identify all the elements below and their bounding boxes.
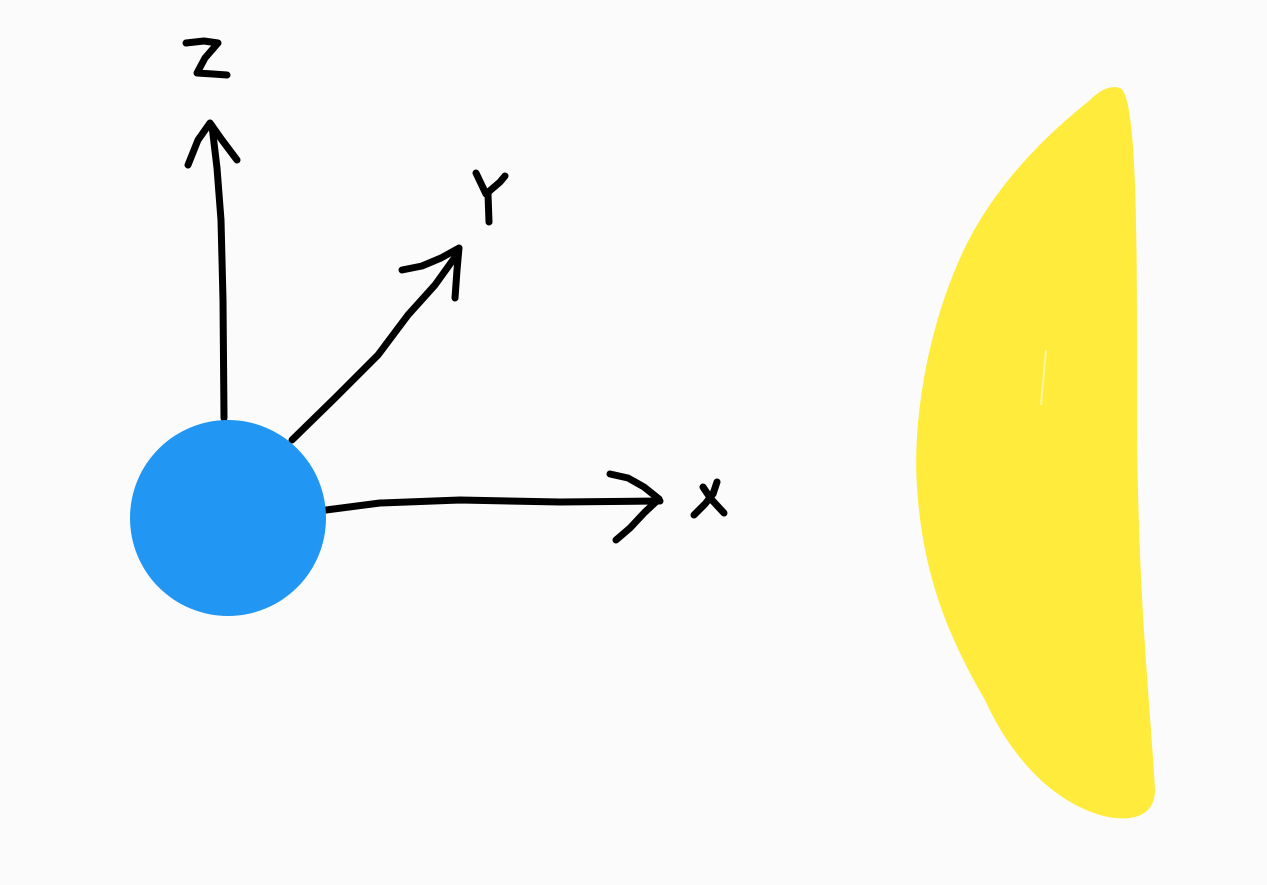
z-axis [184, 119, 241, 422]
blue-sphere [130, 420, 326, 616]
y-axis-line [288, 249, 462, 444]
surface-highlight [1040, 349, 1047, 406]
z-letter-strokes [182, 37, 231, 79]
z-axis-arrowhead [184, 119, 241, 169]
y-axis [288, 244, 463, 444]
x-axis-line [322, 496, 664, 514]
x-letter-strokes [690, 478, 728, 519]
y-letter-strokes [472, 169, 509, 226]
x-axis [322, 470, 664, 544]
z-axis-label-text: Z [190, 35, 222, 86]
y-axis-label: Y [472, 169, 509, 233]
x-axis-arrowhead [606, 470, 663, 544]
z-axis-line [208, 122, 228, 422]
x-axis-label: X [690, 475, 728, 526]
x-axis-label-text: X [693, 475, 727, 526]
y-axis-arrowhead [398, 244, 463, 302]
z-axis-label: Z [182, 35, 231, 86]
y-axis-label-text: Y [473, 182, 507, 233]
yellow-surface [916, 87, 1155, 819]
